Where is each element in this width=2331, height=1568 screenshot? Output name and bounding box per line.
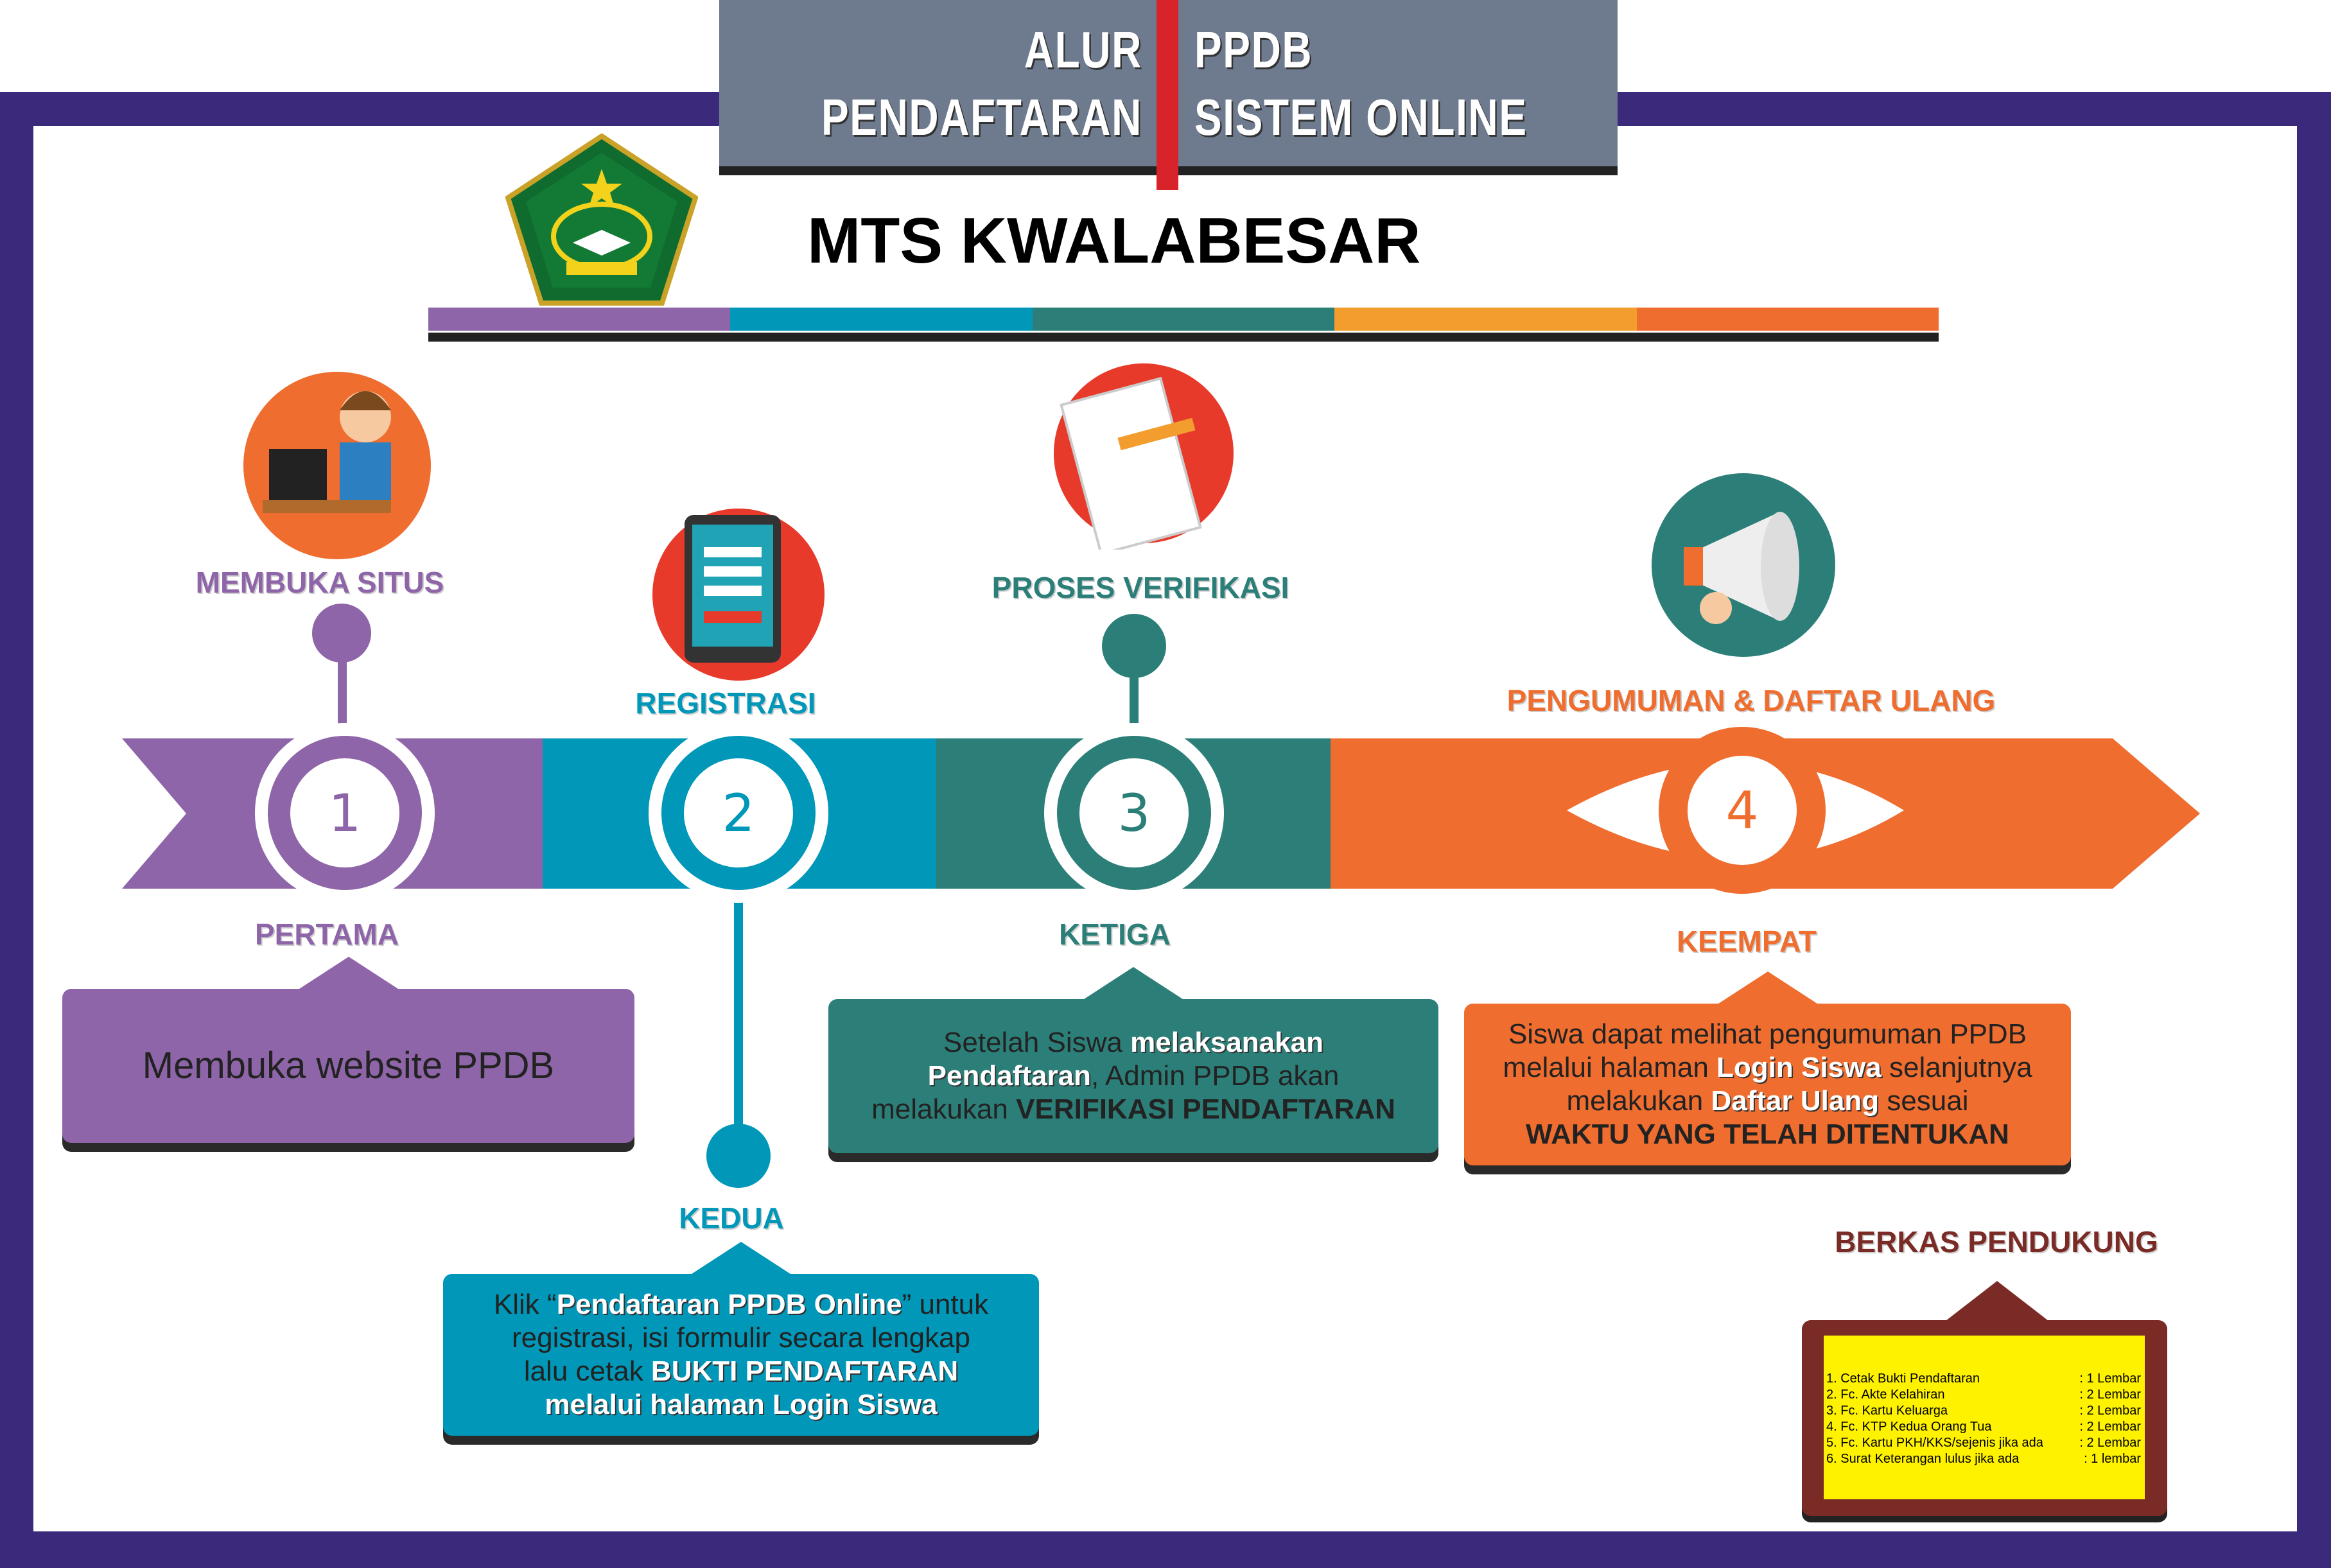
desc-text: Siswa dapat melihat pengumuman PPDB: [1508, 1018, 2027, 1050]
step-4-title: PENGUMUMAN & DAFTAR ULANG: [1506, 684, 1996, 717]
header-text: SISTEM ONLINE: [1194, 89, 1528, 146]
berkas-pointer: [1946, 1281, 2048, 1321]
desc-text: , Admin PPDB akan: [1090, 1060, 1340, 1092]
page-title: MTS KWALABESAR: [807, 205, 1421, 277]
list-item: 5. Fc. Kartu PKH/KKS/sejenis jika ada : 2…: [1824, 1435, 2145, 1451]
step-3-title: PROSES VERIFIKASI: [991, 571, 1289, 604]
desc-highlight: VERIFIKASI PENDAFTARAN: [1016, 1093, 1395, 1125]
step-4-ordinal: KEEMPAT: [1676, 925, 1817, 958]
item-name: 4. Fc. KTP Kedua Orang Tua: [1826, 1420, 1992, 1434]
item-name: 5. Fc. Kartu PKH/KKS/sejenis jika ada: [1826, 1436, 2043, 1450]
item-qty: : 2 Lembar: [2079, 1436, 2141, 1450]
header-text: PPDB: [1194, 21, 1313, 78]
step-number: 1: [290, 758, 399, 867]
item-name: 6. Surat Keterangan lulus jika ada: [1826, 1452, 2020, 1466]
desc-text: sesuai: [1879, 1085, 1969, 1117]
item-name: 1. Cetak Bukti Pendaftaran: [1826, 1372, 1980, 1386]
header-text: ALUR: [1024, 21, 1142, 78]
desc-highlight: melaksanakan: [1130, 1027, 1323, 1058]
megaphone-icon: [1652, 473, 1835, 657]
step-3-badge: 3: [1044, 723, 1224, 903]
desc-text: melalui halaman: [1503, 1052, 1717, 1083]
item-qty: : 1 lembar: [2084, 1452, 2141, 1466]
list-item: 6. Surat Keterangan lulus jika ada : 1 le…: [1824, 1451, 2145, 1467]
step-1-badge: 1: [255, 723, 435, 903]
step-number: 4: [1688, 756, 1797, 865]
desc-text: melakukan: [871, 1093, 1017, 1125]
stem-2: [734, 886, 743, 1143]
list-item: 3. Fc. Kartu Keluarga : 2 Lembar: [1824, 1403, 2145, 1419]
item-name: 2. Fc. Akte Kelahiran: [1826, 1388, 1945, 1402]
dot-3: [1102, 614, 1166, 678]
step-4-badge: 4: [1659, 727, 1826, 894]
desc-highlight: Pendaftaran: [927, 1060, 1091, 1092]
dot-2: [706, 1124, 771, 1188]
header-banner: ALUR PENDAFTARAN PPDB SISTEM ONLINE: [719, 0, 1618, 175]
list-item: 1. Cetak Bukti Pendaftaran : 1 Lembar: [1824, 1371, 2145, 1387]
tablet-registration-icon: [652, 509, 825, 681]
berkas-list: 1. Cetak Bukti Pendaftaran : 1 Lembar 2. …: [1824, 1336, 2145, 1499]
divider: [428, 333, 1939, 342]
step-4-description: Siswa dapat melihat pengumuman PPDB mela…: [1464, 971, 2071, 1165]
item-qty: : 2 Lembar: [2079, 1420, 2141, 1434]
item-qty: : 2 Lembar: [2079, 1404, 2141, 1418]
desc-text: ” untuk: [902, 1289, 989, 1320]
desc-text: Setelah Siswa: [943, 1027, 1131, 1058]
list-item: 2. Fc. Akte Kelahiran : 2 Lembar: [1824, 1387, 2145, 1403]
desc-highlight: BUKTI PENDAFTARAN: [650, 1355, 959, 1387]
computer-user-icon: [243, 372, 431, 559]
item-qty: : 1 Lembar: [2079, 1372, 2141, 1386]
header-right: PPDB SISTEM ONLINE: [1194, 16, 1611, 151]
step-number: 3: [1079, 758, 1189, 867]
item-name: 3. Fc. Kartu Keluarga: [1826, 1404, 1948, 1418]
item-qty: : 2 Lembar: [2079, 1388, 2141, 1402]
kemenag-logo-icon: [505, 134, 698, 306]
desc-text: registrasi, isi formulir secara lengkap: [511, 1322, 971, 1354]
desc-text: Klik “: [493, 1289, 557, 1320]
step-1-description: Membuka website PPDB: [62, 957, 634, 1143]
step-3-ordinal: KETIGA: [1059, 918, 1171, 951]
step-number: 2: [684, 758, 793, 867]
berkas-title: BERKAS PENDUKUNG: [1835, 1225, 2158, 1259]
step-2-description: Klik “Pendaftaran PPDB Online” untuk reg…: [443, 1242, 1039, 1436]
header-text: PENDAFTARAN: [821, 89, 1142, 146]
desc-text: selanjutnya: [1881, 1052, 2032, 1083]
desc-highlight: Login Siswa: [1716, 1052, 1881, 1083]
step-3-description: Setelah Siswa melaksanakan Pendaftaran, …: [828, 967, 1438, 1153]
dot-1: [312, 604, 371, 663]
header-divider: [1157, 0, 1178, 190]
step-2-ordinal: KEDUA: [679, 1201, 784, 1235]
desc-highlight: Pendaftaran PPDB Online: [556, 1289, 902, 1320]
desc-highlight: Daftar Ulang: [1711, 1085, 1880, 1117]
step-2-title: REGISTRASI: [635, 686, 816, 720]
step-2-badge: 2: [649, 723, 828, 903]
desc-text: WAKTU YANG TELAH DITENTUKAN: [1526, 1119, 2009, 1150]
desc-text: Membuka website PPDB: [142, 1045, 555, 1086]
step-1-title: MEMBUKA SITUS: [195, 566, 444, 599]
color-bar: [428, 308, 1939, 331]
stem-1: [338, 642, 347, 745]
desc-highlight: melalui halaman Login Siswa: [545, 1389, 938, 1420]
list-item: 4. Fc. KTP Kedua Orang Tua : 2 Lembar: [1824, 1419, 2145, 1435]
desc-text: melakukan: [1566, 1085, 1711, 1117]
desc-text: lalu cetak: [523, 1355, 651, 1387]
step-1-ordinal: PERTAMA: [254, 918, 399, 951]
header-left: ALUR PENDAFTARAN: [741, 16, 1142, 151]
verification-form-icon: [1054, 363, 1234, 550]
